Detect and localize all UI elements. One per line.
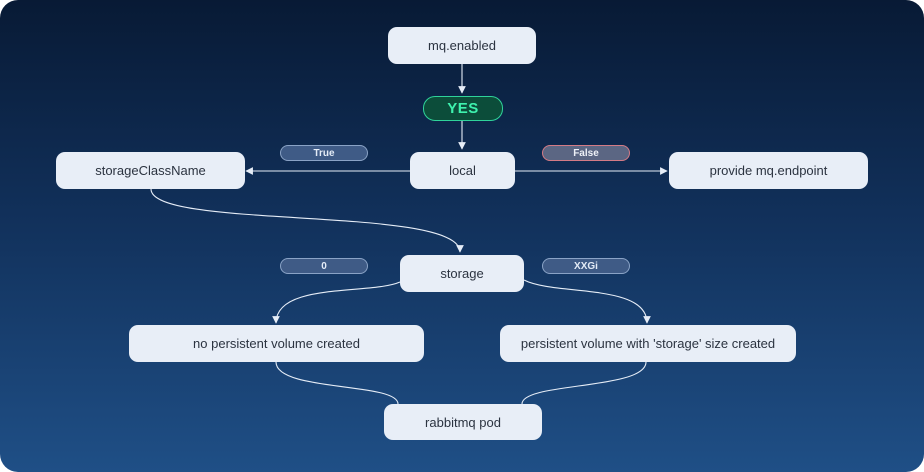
label-xxgi: XXGi (542, 258, 630, 274)
label-true: True (280, 145, 368, 161)
label-zero: 0 (280, 258, 368, 274)
edge-storage-to-pv-created (523, 279, 651, 324)
node-no-persistent-volume: no persistent volume created (129, 325, 424, 362)
edge-storageclassname-to-storage (150, 188, 464, 253)
node-provide-mq-endpoint: provide mq.endpoint (669, 152, 868, 189)
edge-storage-to-no-pv (272, 281, 401, 324)
edge-no-pv-to-rabbitmq (275, 361, 399, 405)
label-false: False (542, 145, 630, 161)
node-mq-enabled: mq.enabled (388, 27, 536, 64)
edge-pv-created-to-rabbitmq (521, 361, 647, 405)
node-persistent-volume-created: persistent volume with 'storage' size cr… (500, 325, 796, 362)
node-storageclassname: storageClassName (56, 152, 245, 189)
node-local: local (410, 152, 515, 189)
label-yes: YES (423, 96, 503, 121)
node-storage: storage (400, 255, 524, 292)
node-rabbitmq-pod: rabbitmq pod (384, 404, 542, 440)
